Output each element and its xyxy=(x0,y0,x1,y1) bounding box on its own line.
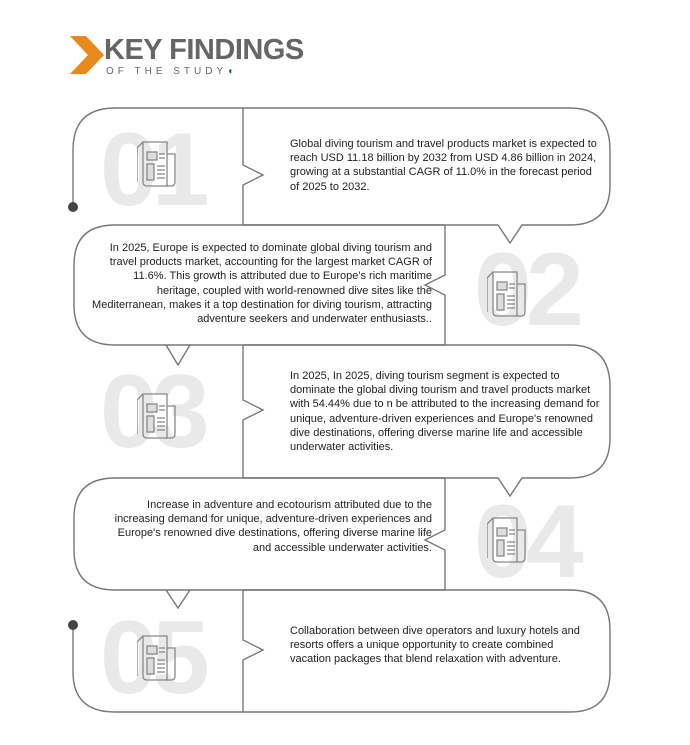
finding-text-02: In 2025, Europe is expected to dominate … xyxy=(92,242,432,326)
finding-number-05: 05 xyxy=(100,606,210,710)
finding-number-02: 02 xyxy=(474,232,584,348)
chevron-logo-icon xyxy=(70,36,104,74)
page-subtitle: OF THE STUDY◖ xyxy=(106,66,234,77)
newspaper-icon xyxy=(137,141,176,187)
finding-text-04: Increase in adventure and ecotourism att… xyxy=(114,499,432,554)
finding-text-01: Global diving tourism and travel product… xyxy=(290,138,597,193)
page-title: KEY FINDINGS xyxy=(104,34,304,66)
finding-text-05: Collaboration between dive operators and… xyxy=(290,625,580,666)
finding-text-03: In 2025, In 2025, diving tourism segment… xyxy=(290,370,600,454)
newspaper-icon xyxy=(487,517,526,563)
finding-number-04: 04 xyxy=(474,484,584,600)
newspaper-icon xyxy=(487,271,526,317)
finding-number-01: 01 xyxy=(100,118,210,222)
newspaper-icon xyxy=(137,635,176,681)
newspaper-icon xyxy=(137,393,176,439)
